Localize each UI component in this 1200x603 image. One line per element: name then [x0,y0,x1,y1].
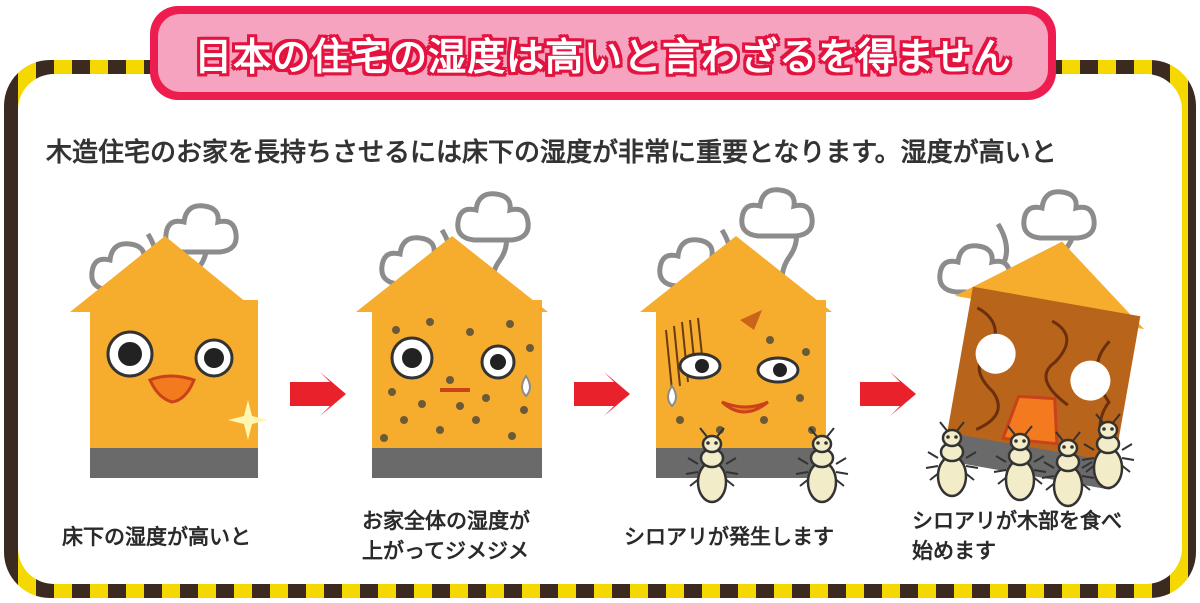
title-banner: 日本の住宅の湿度は高いと言わざるを得ません [150,6,1056,100]
house-icon [356,236,548,478]
arrow-right-icon [860,372,916,416]
step-2-caption: お家全体の湿度が 上がってジメジメ [362,509,530,563]
house-3 [640,190,850,504]
sparkle-icon [228,400,268,440]
house-4 [924,192,1145,508]
water-drop-icon [521,374,531,398]
title-banner-inner: 日本の住宅の湿度は高いと言わざるを得ません [158,14,1048,92]
page-title: 日本の住宅の湿度は高いと言わざるを得ません [194,34,1012,79]
house-icon [70,236,258,478]
house-1 [70,206,268,478]
arrow-right-icon [290,372,346,416]
water-drop-icon [667,384,677,408]
house-2 [356,194,548,478]
house-icon [640,236,832,478]
subtitle-text: 木造住宅のお家を長持ちさせるには床下の湿度が非常に重要となります。湿度が高いと [46,138,1057,168]
step-4-caption: シロアリが木部を食べ 始めます [912,509,1122,563]
step-1-caption: 床下の湿度が高いと [62,525,251,549]
step-3-caption: シロアリが発生します [624,525,834,549]
arrow-right-icon [574,372,630,416]
